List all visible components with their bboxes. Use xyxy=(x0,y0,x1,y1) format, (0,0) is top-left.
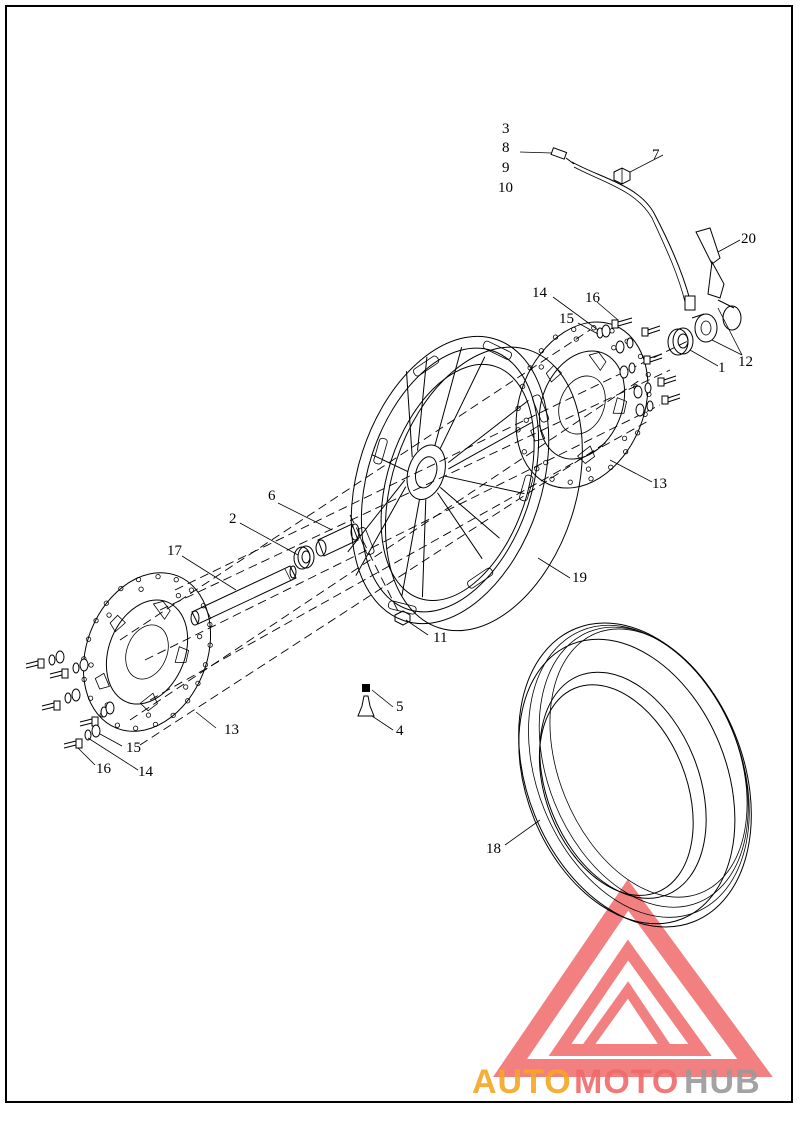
callout-13-right: 13 xyxy=(652,476,667,492)
wheel-bearing-left xyxy=(293,545,315,570)
spacer xyxy=(315,523,360,557)
watermark-moto: MOTO xyxy=(574,1063,679,1101)
callout-15-bottom: 15 xyxy=(126,740,141,756)
brake-disc-left xyxy=(81,572,213,732)
callout-7: 7 xyxy=(652,147,660,163)
callout-3: 3 xyxy=(502,121,510,137)
callout-14-top: 14 xyxy=(532,285,548,301)
left-disc-bolts xyxy=(25,650,115,749)
callout-1: 1 xyxy=(718,360,726,376)
cast-wheel xyxy=(347,335,583,632)
callout-11: 11 xyxy=(433,630,447,646)
diagram-frame xyxy=(5,5,793,1103)
callout-5: 5 xyxy=(396,699,404,715)
sensor-bracket xyxy=(691,227,742,343)
watermark-logo-icon xyxy=(492,879,773,1077)
axle xyxy=(190,565,297,626)
callout-19: 19 xyxy=(572,570,587,586)
leader-lines xyxy=(77,151,743,846)
watermark-text: AUTO MOTO HUB xyxy=(472,1063,761,1101)
brake-disc-right xyxy=(515,321,652,489)
callout-4: 4 xyxy=(396,723,404,739)
callout-15-top: 15 xyxy=(559,311,574,327)
callout-6: 6 xyxy=(268,488,276,504)
callout-14-bottom: 14 xyxy=(138,764,154,780)
wheel-speed-sensor-cable xyxy=(550,147,696,311)
nut xyxy=(613,167,631,185)
callout-20: 20 xyxy=(741,231,756,247)
callout-labels: 3 8 9 10 7 20 14 16 15 12 1 13 6 2 17 19… xyxy=(96,121,756,857)
callout-10: 10 xyxy=(498,180,513,196)
callout-13-left: 13 xyxy=(224,722,239,738)
wheel-bearing-right xyxy=(667,327,694,356)
callout-18: 18 xyxy=(486,841,501,857)
tire xyxy=(518,622,752,928)
watermark-hub: HUB xyxy=(684,1063,761,1101)
callout-9: 9 xyxy=(502,160,510,176)
callout-12: 12 xyxy=(738,354,753,370)
valve-nut xyxy=(394,610,411,626)
callout-2: 2 xyxy=(229,511,237,527)
callout-8: 8 xyxy=(502,140,510,156)
callout-17: 17 xyxy=(167,543,183,559)
valve-stem xyxy=(357,684,375,717)
callout-16-top: 16 xyxy=(585,290,601,306)
watermark-auto: AUTO xyxy=(472,1063,572,1101)
right-disc-bolts xyxy=(596,317,681,417)
callout-16-bottom: 16 xyxy=(96,761,112,777)
